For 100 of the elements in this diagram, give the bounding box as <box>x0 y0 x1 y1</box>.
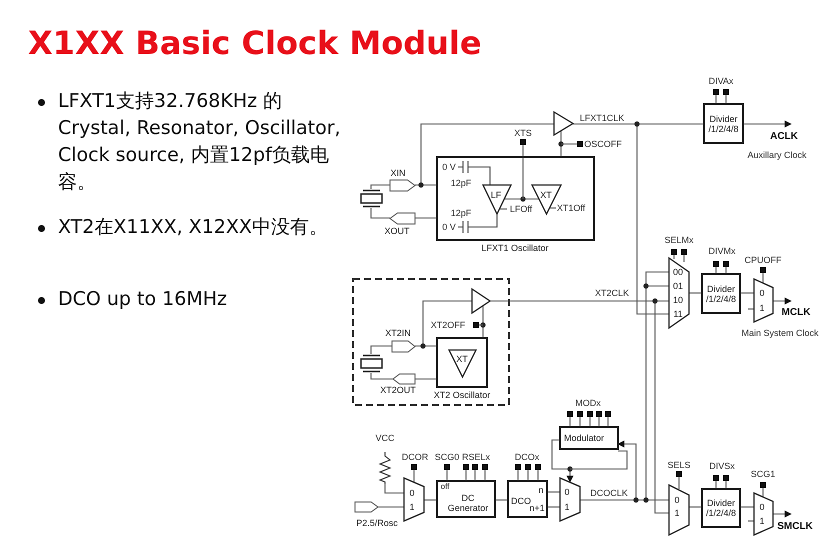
signal-name: SCG0 <box>434 452 460 462</box>
pin-symbol <box>384 327 416 353</box>
multiplexer-symbol <box>754 279 773 322</box>
signal-name: RSELx <box>462 452 490 462</box>
signal-name: LFOff <box>510 204 532 214</box>
amplifier-label: XT <box>456 354 468 364</box>
signal-line <box>378 506 404 508</box>
modulator-box <box>560 427 618 449</box>
block-label: off <box>440 482 450 492</box>
dashed-boundary <box>353 279 509 405</box>
amplifier-symbol <box>483 185 511 214</box>
multiplexer-symbol <box>404 478 424 521</box>
pin-label: XOUT <box>384 226 410 236</box>
signal-line <box>384 484 404 494</box>
signal-label: LFXT1CLK <box>580 113 624 123</box>
oscillator-block <box>437 157 595 254</box>
signal-line <box>740 506 754 508</box>
resistor-symbol <box>380 452 390 484</box>
signal-name: SELS <box>668 460 690 470</box>
block-label: Divider /1/2/4/8 <box>707 114 740 134</box>
input-label: 1 <box>760 516 764 526</box>
signal-name: XT1Off <box>556 203 586 213</box>
signal-name: DIVAx <box>708 76 734 86</box>
signal-name: OSCOFF <box>584 139 622 149</box>
arrow <box>551 439 574 483</box>
signal-name: DIVSx <box>709 461 735 471</box>
signal-line <box>415 378 437 380</box>
block-heading: LFXT1 Oscillator <box>481 243 549 253</box>
signal-line <box>370 184 390 189</box>
buffer-symbol <box>472 289 490 313</box>
multiplexer-symbol <box>669 258 689 328</box>
signal-name: 12pF <box>450 178 472 188</box>
signal-line <box>547 506 560 508</box>
input-label: 11 <box>673 309 683 319</box>
input-label: 10 <box>673 295 683 305</box>
signal-name: XT2OFF <box>430 320 466 330</box>
bullet-text: LFXT1支持32.768KHz 的 Crystal, Resonator, Oscillator, Clock source, 内置12pf负载电容。 <box>58 89 342 195</box>
block-label: Divider /1/2/4/8 <box>704 498 738 518</box>
bullet-text: DCO up to 16MHz <box>58 287 228 312</box>
input-label: 1 <box>410 502 414 512</box>
crystal-symbol <box>361 189 382 208</box>
crystal-symbol <box>361 354 382 373</box>
signal-name: DIVMx <box>708 246 736 256</box>
signal-line <box>748 520 754 522</box>
amplifier-label: LF <box>490 190 502 200</box>
signal-line <box>370 345 392 354</box>
multiplexer-symbol <box>560 478 580 521</box>
buffer-symbol <box>554 112 573 135</box>
input-label: 00 <box>673 267 683 277</box>
signal-line <box>689 506 702 508</box>
generator-box <box>437 481 495 517</box>
input-label: 1 <box>674 508 680 518</box>
amplifier-label: XT <box>540 190 552 200</box>
pin-label: XIN <box>390 168 406 178</box>
signal-label: XT2CLK <box>595 288 629 298</box>
signal-line <box>689 292 702 294</box>
pin-label: P2.5/Rosc <box>356 518 398 528</box>
amplifier-symbol <box>449 350 476 377</box>
block-label: Divider /1/2/4/8 <box>704 284 738 304</box>
signal-name: SELMx <box>664 235 694 245</box>
signal-name: DCOR <box>402 452 428 462</box>
input-label: 0 <box>410 488 414 498</box>
pin-label: XT2IN <box>385 328 411 338</box>
signal-line <box>482 306 484 338</box>
signal-name: SCG1 <box>750 469 776 479</box>
signal-name: MODx <box>575 398 601 408</box>
signal-line <box>415 217 437 219</box>
signal-line <box>370 373 393 380</box>
bullet-text: XT2在X11XX, X12XX中没有。 <box>58 215 329 240</box>
block-label: Modulator <box>564 433 604 443</box>
signal-name: Auxillary Clock <box>748 150 806 160</box>
signal-label: MCLK <box>782 308 810 318</box>
pin-symbol <box>381 373 417 396</box>
block-heading: XT2 Oscillator <box>434 390 490 400</box>
signal-label: DCOCLK <box>590 488 628 498</box>
signal-label: SMCLK <box>777 522 813 532</box>
multiplexer-symbol <box>669 485 689 535</box>
input-label: 0 <box>674 495 680 505</box>
signal-line <box>748 308 754 310</box>
block-label: DC Generator <box>446 493 490 513</box>
input-label: 0 <box>564 487 570 497</box>
signal-name: DCOx <box>514 452 540 462</box>
input-label: 0 <box>760 288 764 298</box>
multiplexer-symbol <box>754 493 773 535</box>
block-label: n+1 <box>529 503 545 513</box>
arrow <box>773 298 792 304</box>
signal-line <box>370 208 390 219</box>
signal-line <box>560 131 562 157</box>
block-label: n <box>538 485 544 495</box>
signal-name: Main System Clock <box>741 328 819 338</box>
signal-name: XTS <box>514 128 532 138</box>
arrow <box>773 510 792 518</box>
block-label: DCO <box>511 496 531 506</box>
signal-name: 12pF <box>450 208 472 218</box>
signal-line <box>495 499 508 501</box>
input-label: 01 <box>673 281 683 291</box>
input-label: 1 <box>760 303 764 313</box>
signal-name: 0 V <box>442 162 456 172</box>
signal-name: VCC <box>376 433 394 443</box>
signal-name: 0 V <box>442 222 456 232</box>
